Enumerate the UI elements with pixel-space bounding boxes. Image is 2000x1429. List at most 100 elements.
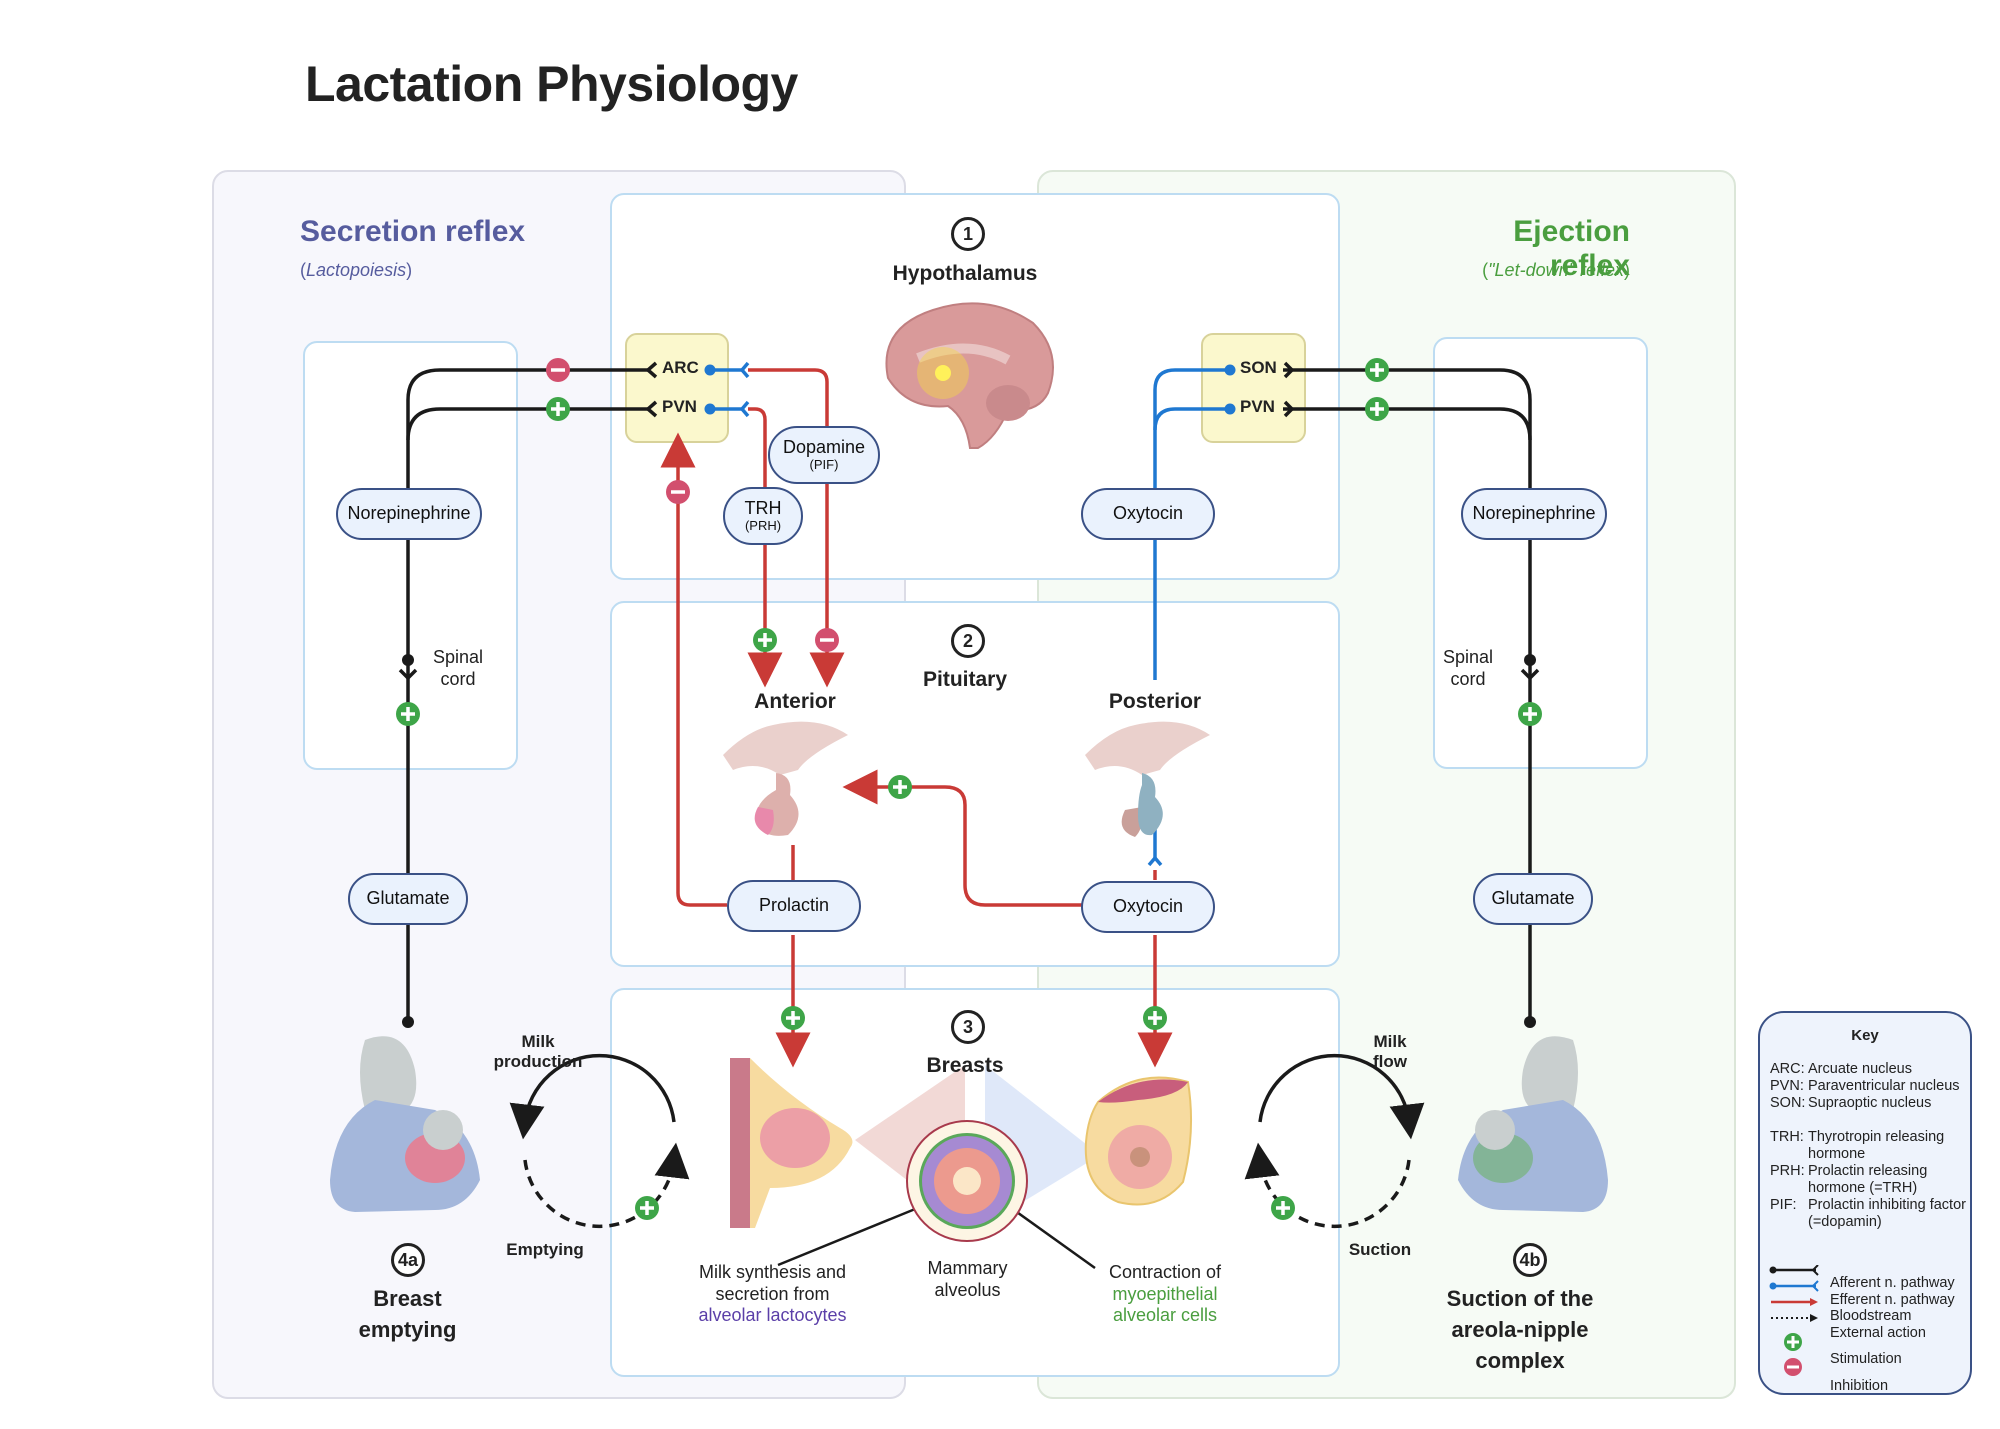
norepinephrine-text: Norepinephrine — [347, 503, 471, 524]
paren: ( — [300, 260, 306, 280]
anterior-label: Anterior — [754, 690, 836, 713]
spinal-cord-label-left: Spinal cord — [432, 647, 484, 689]
alveolar-lactocytes-text: alveolar lactocytes — [698, 1305, 847, 1326]
key-abbr: SON: — [1770, 1095, 1806, 1111]
pif-text: (PIF) — [809, 456, 839, 472]
key-definition: Arcuate nucleus — [1808, 1061, 1912, 1077]
milk-production-label: Milk production — [493, 1032, 583, 1072]
suction-caption: Suction of the areola-nipple complex — [1446, 1286, 1594, 1373]
arc-label: ARC — [662, 358, 699, 377]
ejection-reflex-title: Ejection reflex — [1513, 215, 1630, 282]
inhibition-icon — [666, 480, 690, 504]
step-3-badge: 3 — [951, 1010, 985, 1044]
key-abbreviation-row: PVN:Paraventricular nucleus — [1770, 1078, 1970, 1095]
breastfeeding-mother-illustration-left — [330, 1036, 480, 1212]
paren: ( — [1482, 260, 1489, 280]
key-abbreviation-row: SON:Supraoptic nucleus — [1770, 1095, 1970, 1112]
hypothalamus-label: Hypothalamus — [892, 262, 1038, 285]
brain-illustration — [885, 302, 1054, 449]
note-line: Contraction of — [1108, 1262, 1222, 1282]
stimulation-icon — [781, 1006, 805, 1030]
stimulation-icon — [635, 1196, 659, 1220]
norepinephrine-text: Norepinephrine — [1472, 503, 1596, 524]
breasts-label: Breasts — [926, 1054, 1004, 1077]
myoepithelial-text: myoepithelial — [1112, 1283, 1218, 1304]
milk-flow-label: Milk flow — [1373, 1032, 1407, 1072]
son-label: SON — [1240, 358, 1277, 377]
mammary-alveolus-illustration — [906, 1120, 1028, 1242]
stimulation-icon — [1143, 1006, 1167, 1030]
legend-item: Afferent n. pathway — [1830, 1275, 1955, 1291]
contraction-note: Contraction of myoepithelial alveolar ce… — [1095, 1262, 1235, 1327]
milk-synthesis-note: Milk synthesis and secretion from alveol… — [680, 1262, 865, 1327]
ejection-reflex-subtitle: ("Let-down" reflex) — [1430, 260, 1630, 281]
paren: ) — [406, 260, 413, 280]
breast-frontal-illustration — [1084, 1076, 1193, 1206]
glutamate-pill-right: Glutamate — [1473, 873, 1593, 925]
oxytocin-pill-pituitary: Oxytocin — [1081, 881, 1215, 933]
posterior-pituitary-illustration — [1085, 721, 1210, 837]
pituitary-label: Pituitary — [922, 668, 1008, 691]
alveolar-cells-text: alveolar cells — [1112, 1305, 1218, 1326]
norepinephrine-pill-right: Norepinephrine — [1461, 488, 1607, 540]
spinal-cord-label-right: Spinal cord — [1442, 647, 1494, 689]
stimulation-icon — [546, 397, 570, 421]
inhibition-icon — [546, 358, 570, 382]
stimulation-icon — [1518, 702, 1542, 726]
step-4a-badge: 4a — [391, 1243, 425, 1277]
key-title: Key — [1851, 1027, 1879, 1044]
step-1-badge: 1 — [951, 217, 985, 251]
legend-item: Stimulation — [1830, 1351, 1902, 1367]
key-abbr: PVN: — [1770, 1078, 1804, 1094]
note-line: secretion from — [715, 1283, 830, 1304]
son-pvn-nucleus-box — [1201, 333, 1306, 443]
stimulation-icon — [1365, 397, 1389, 421]
key-abbr: PRH: — [1770, 1163, 1805, 1179]
stimulation-icon — [1365, 358, 1389, 382]
oxytocin-text: Oxytocin — [1112, 503, 1184, 524]
key-definition: Prolactin inhibiting factor (=dopamin) — [1808, 1197, 1966, 1230]
norepinephrine-pill-left: Norepinephrine — [336, 488, 482, 540]
suction-label: Suction — [1348, 1240, 1412, 1259]
trh-text: TRH — [744, 497, 782, 518]
breastfeeding-mother-illustration-right — [1458, 1036, 1608, 1212]
step-2-badge: 2 — [951, 624, 985, 658]
key-abbr: ARC: — [1770, 1061, 1805, 1077]
legend-item: Inhibition — [1830, 1377, 1889, 1394]
page-title: Lactation Physiology — [305, 56, 798, 112]
dopamine-pill: Dopamine(PIF) — [768, 426, 880, 484]
stimulation-icon — [888, 775, 912, 799]
prolactin-text: Prolactin — [758, 895, 830, 916]
paren: ) — [1624, 260, 1630, 280]
let-down-text: "Let-down" reflex — [1488, 260, 1624, 280]
emptying-label: Emptying — [506, 1240, 584, 1259]
key-abbr: TRH: — [1770, 1129, 1804, 1145]
key-abbreviation-row: TRH:Thyrotropin releasing hormone — [1770, 1129, 1970, 1163]
pvn-label-right: PVN — [1240, 397, 1275, 416]
oxytocin-pill-hypothalamus: Oxytocin — [1081, 488, 1215, 540]
pvn-label-left: PVN — [662, 397, 697, 416]
secretion-reflex-title: Secretion reflex — [300, 215, 526, 248]
note-line: Milk synthesis and — [698, 1262, 847, 1282]
key-definition: Paraventricular nucleus — [1808, 1078, 1960, 1094]
mammary-alveolus-label: Mammary alveolus — [927, 1258, 1008, 1300]
legend-item: External action — [1830, 1324, 1926, 1341]
stimulation-icon — [1271, 1196, 1295, 1220]
inhibition-icon — [815, 628, 839, 652]
stimulation-icon — [396, 702, 420, 726]
key-abbreviation-row: PRH:Prolactin releasing hormone (=TRH) — [1770, 1163, 1970, 1197]
legend-item: Bloodstream — [1830, 1308, 1912, 1324]
stimulation-icon — [753, 628, 777, 652]
glutamate-text: Glutamate — [1491, 888, 1575, 909]
posterior-label: Posterior — [1108, 690, 1202, 713]
breast-emptying-caption: Breast emptying — [358, 1286, 457, 1342]
key-abbreviation-row: ARC:Arcuate nucleus — [1770, 1061, 1970, 1078]
lactopoiesis-text: Lactopoiesis — [306, 260, 407, 280]
dopamine-text: Dopamine — [782, 436, 866, 457]
step-4b-badge: 4b — [1513, 1243, 1547, 1277]
key-definition: Thyrotropin releasing hormone — [1808, 1129, 1945, 1162]
secretion-reflex-subtitle: (Lactopoiesis) — [300, 260, 412, 281]
